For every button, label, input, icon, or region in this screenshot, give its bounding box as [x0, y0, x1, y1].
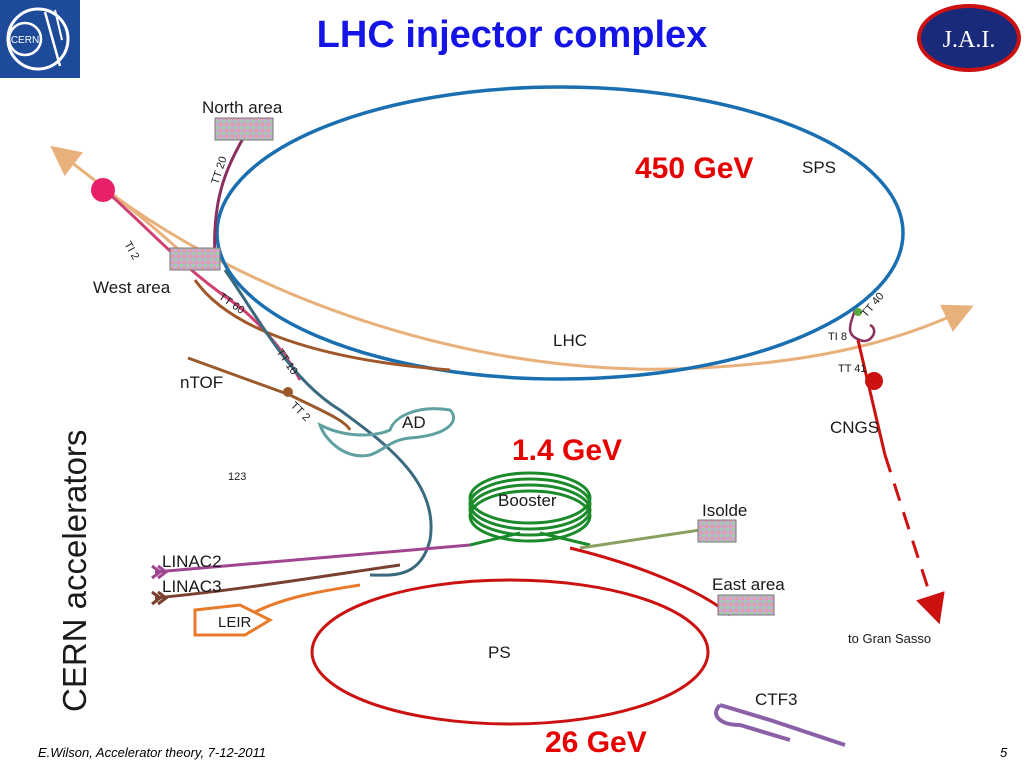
north-area-box — [214, 117, 274, 141]
gran-sasso-label: to Gran Sasso — [848, 631, 931, 646]
ctf3-label: CTF3 — [755, 690, 798, 709]
booster-energy-label: 1.4 GeV — [512, 434, 622, 467]
ps-label: PS — [488, 643, 511, 662]
tt10-label: TT 10 — [274, 347, 300, 377]
vertical-title: CERN accelerators — [56, 430, 93, 712]
ti2-label: TI 2 — [121, 240, 141, 262]
jai-logo-text: J.A.I. — [943, 27, 996, 53]
leir-label: LEIR — [218, 614, 252, 631]
ps-ring — [310, 578, 710, 726]
cngs-target — [865, 372, 883, 390]
east-area-label: East area — [712, 575, 785, 594]
linac3-label: LINAC3 — [162, 577, 222, 596]
isolde-box — [697, 519, 737, 543]
tt40-label: TT 40 — [859, 290, 887, 320]
cern-logo: CERN — [0, 0, 80, 78]
tt41-label: TT 41 — [838, 363, 867, 375]
isolde-line — [579, 528, 701, 550]
sps-energy-label: 450 GeV — [635, 152, 753, 185]
cern-logo-text: CERN — [11, 35, 39, 46]
page-title: LHC injector complex — [316, 14, 708, 56]
ad-label: AD — [402, 413, 426, 432]
ad-ring — [317, 407, 456, 458]
page-number: 5 — [1000, 745, 1008, 760]
booster-rings — [468, 471, 592, 547]
sps-label: SPS — [802, 158, 836, 177]
ctf3-ring — [714, 703, 846, 747]
linac2-line — [154, 543, 471, 574]
linac2-label: LINAC2 — [162, 552, 222, 571]
vertical-title-text: CERN accelerators — [56, 430, 93, 712]
jai-logo: J.A.I. — [917, 4, 1021, 72]
ti8-line — [848, 309, 876, 343]
east-area-box — [717, 594, 775, 616]
cngs-label: CNGS — [830, 418, 879, 437]
footer-citation: E.Wilson, Accelerator theory, 7-12-2011 — [38, 745, 266, 760]
tt10-line — [223, 269, 433, 577]
cngs-line — [856, 339, 887, 456]
leir-transfer — [254, 583, 361, 614]
north-area-label: North area — [202, 98, 283, 117]
sps-ring — [215, 85, 905, 381]
west-area-box — [169, 247, 221, 271]
ntof-line — [187, 356, 352, 431]
tt40-junction — [854, 308, 862, 316]
ti8-label: TI 8 — [828, 331, 847, 343]
linac2-arrow — [151, 564, 169, 580]
west-area-label: West area — [93, 278, 171, 297]
linac3-arrow — [151, 590, 169, 606]
lhc-label: LHC — [553, 331, 587, 350]
lhc-beam-line — [119, 198, 974, 371]
ntof-target — [283, 387, 293, 397]
ps-energy-label: 26 GeV — [545, 726, 647, 759]
linac3-line — [154, 563, 401, 600]
booster-label: Booster — [498, 491, 557, 510]
gran-sasso-dashed — [883, 454, 945, 625]
ntof-label: nTOF — [180, 373, 223, 392]
isolde-label: Isolde — [702, 501, 747, 520]
ti2-target — [91, 178, 115, 202]
east-area-line — [569, 546, 731, 617]
number-label: 123 — [228, 471, 246, 483]
leir-ring — [193, 603, 274, 637]
tt20-line — [213, 134, 247, 261]
tt60-line — [193, 279, 451, 372]
